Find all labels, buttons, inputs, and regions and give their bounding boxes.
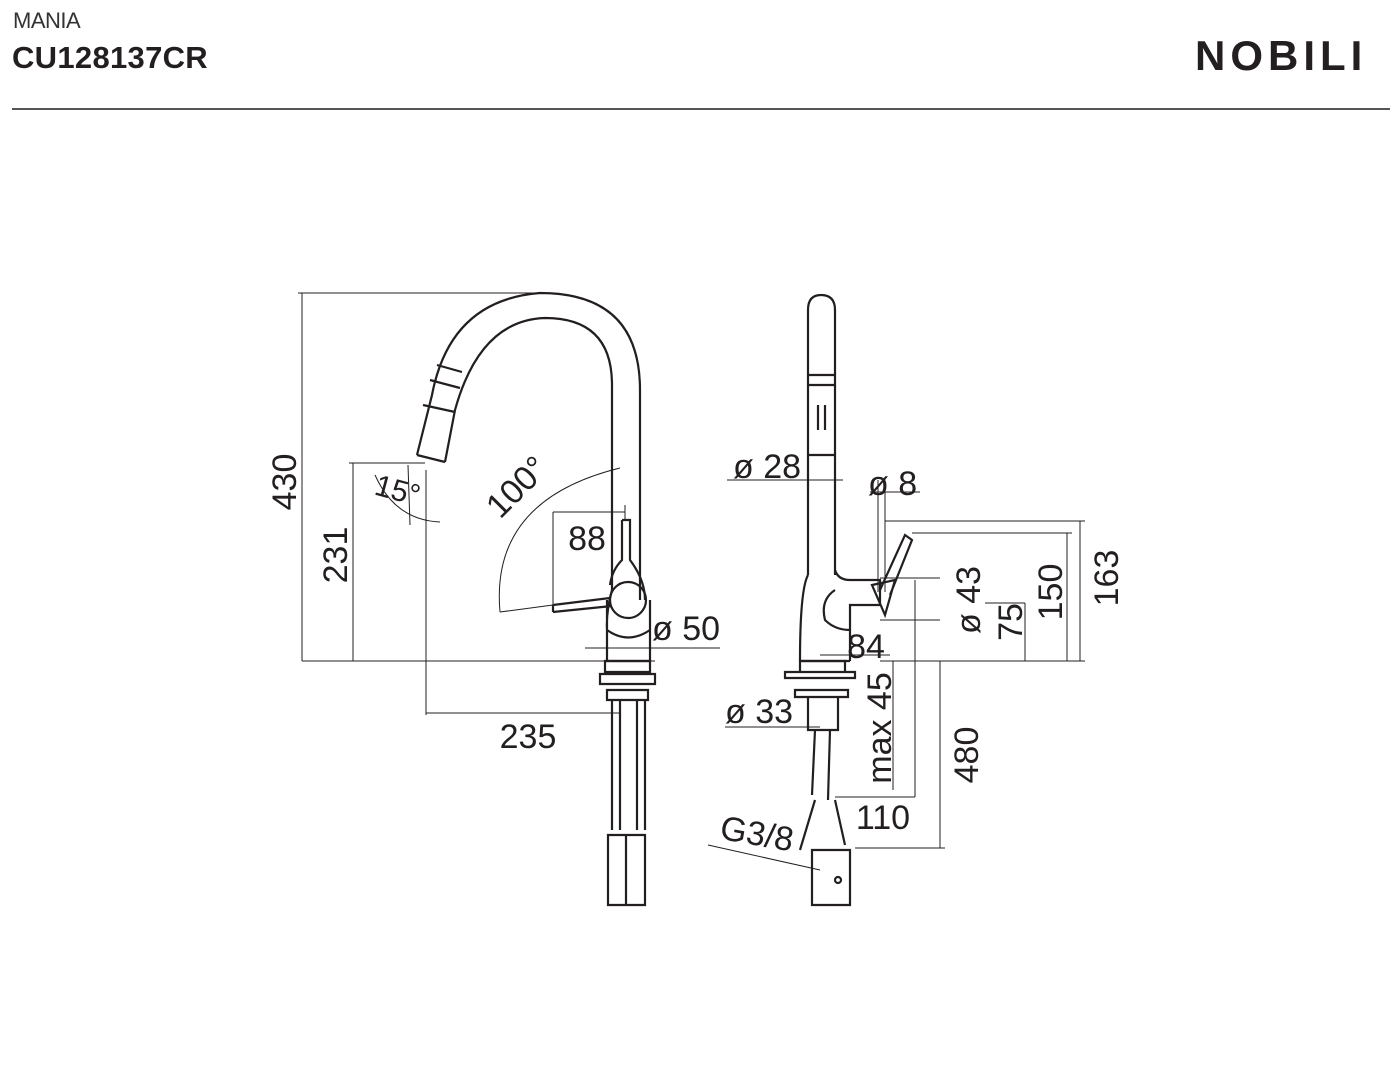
thread-label: G3/8 [717, 809, 796, 859]
spout-diameter-label: ø 28 [733, 448, 801, 486]
spray-head [416, 363, 463, 464]
lever-angle-label: 100° [479, 449, 556, 526]
header-divider [12, 108, 1390, 110]
side-body [798, 569, 882, 663]
side-dimension-lines [707, 479, 1085, 871]
lever-angle-arc [498, 467, 621, 613]
spout [415, 291, 642, 600]
front-mounting-and-hoses [598, 659, 657, 907]
side-spray-head [808, 373, 835, 457]
side-mounting-and-hoses [783, 659, 857, 907]
outlet-hole [833, 875, 843, 885]
product-series: MANIA [13, 8, 81, 33]
faucet-body [605, 589, 652, 663]
max-deck-thickness-label: max 45 [861, 672, 899, 784]
hose-length-label: 480 [948, 727, 986, 784]
total-lever-height-label: 163 [1088, 550, 1126, 607]
side-view: ø 28 ø 8 ø 43 75 150 163 84 max 45 ø 33 … [707, 293, 1126, 907]
height-total-label: 430 [266, 454, 304, 511]
lever-handle [551, 596, 613, 614]
spout-height-label: 231 [317, 527, 355, 584]
mount-diameter-label: ø 33 [725, 693, 793, 731]
front-dimension-lines [298, 292, 720, 715]
spray-angle-arc [374, 464, 441, 526]
spout-reach-label: 235 [500, 718, 557, 756]
spray-angle-label: 15° [371, 469, 423, 513]
lever-diameter-label: ø 8 [868, 465, 917, 503]
body-depth-label: 84 [847, 628, 885, 666]
lever-pivot-height-label: 75 [992, 603, 1030, 641]
side-spout [806, 293, 837, 575]
lever-clearance-label: 88 [568, 520, 606, 558]
side-lever [870, 533, 914, 619]
body-diameter-label: ø 50 [652, 610, 720, 648]
front-view: 430 231 15° 100° 88 ø 50 235 [266, 291, 720, 907]
connection-offset-label: 110 [856, 799, 910, 837]
brand-logo: NOBILI [1195, 32, 1368, 79]
lever-pivot-diameter-label: ø 43 [950, 566, 988, 634]
lever-height-label: 150 [1032, 564, 1070, 621]
product-code: CU128137CR [12, 40, 208, 75]
lever-hub [608, 580, 648, 620]
